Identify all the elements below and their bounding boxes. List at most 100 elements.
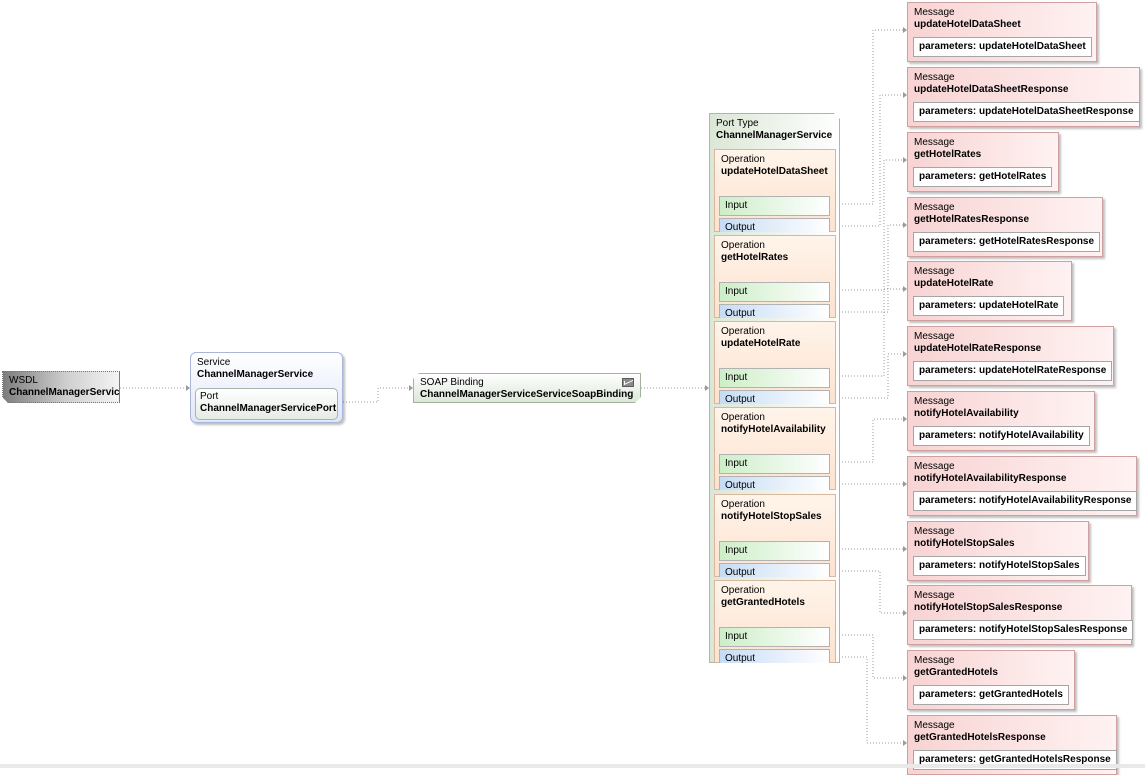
wsdl-node[interactable]: WSDL ChannelManagerService [2, 371, 120, 403]
operation-input[interactable]: Input [719, 196, 830, 216]
connector-arrow [903, 416, 907, 422]
message-part[interactable]: parameters: updateHotelRateResponse [913, 361, 1113, 381]
message-notify-hotel-availability-response[interactable]: Message notifyHotelAvailabilityResponse … [907, 456, 1138, 516]
envelope-icon[interactable] [622, 378, 634, 387]
message-label: Message [914, 137, 955, 148]
operation-update-hotel-rate[interactable]: Operation updateHotelRate Input Output [714, 321, 836, 404]
part-text: parameters: notifyHotelAvailabilityRespo… [919, 495, 1132, 506]
message-notify-hotel-stop-sales-response[interactable]: Message notifyHotelStopSalesResponse par… [907, 585, 1134, 645]
message-name: getGrantedHotels [914, 667, 998, 678]
message-get-hotel-rates-response[interactable]: Message getHotelRatesResponse parameters… [907, 197, 1103, 257]
operation-notify-hotel-stop-sales[interactable]: Operation notifyHotelStopSales Input Out… [714, 494, 836, 577]
operation-input[interactable]: Input [719, 627, 830, 647]
operation-label: Operation [721, 412, 765, 423]
connector-arrow [903, 481, 907, 487]
input-label: Input [725, 458, 748, 469]
part-text: parameters: getHotelRatesResponse [919, 236, 1095, 247]
connector-io-message [830, 634, 905, 679]
operation-input[interactable]: Input [719, 541, 830, 561]
operation-input[interactable]: Input [719, 368, 830, 388]
message-part[interactable]: parameters: notifyHotelAvailability [913, 426, 1090, 446]
message-notify-hotel-stop-sales[interactable]: Message notifyHotelStopSales parameters:… [907, 521, 1089, 581]
message-update-hotel-rate[interactable]: Message updateHotelRate parameters: upda… [907, 261, 1072, 321]
input-label: Input [725, 545, 748, 556]
message-update-hotel-rate-response[interactable]: Message updateHotelRateResponse paramete… [907, 326, 1114, 386]
service-name: ChannelManagerService [197, 369, 314, 380]
message-get-granted-hotels[interactable]: Message getGrantedHotels parameters: get… [907, 650, 1075, 710]
input-label: Input [725, 631, 748, 642]
part-text: parameters: getHotelRates [919, 171, 1047, 182]
operation-notify-hotel-availability[interactable]: Operation notifyHotelAvailability Input … [714, 407, 836, 490]
port-type-label: Port Type [716, 118, 759, 129]
output-label: Output [725, 394, 756, 405]
operation-output[interactable]: Output [719, 304, 830, 324]
connector-io-message [830, 94, 905, 227]
message-get-hotel-rates[interactable]: Message getHotelRates parameters: getHot… [907, 132, 1059, 192]
horizontal-scrollbar[interactable] [0, 764, 1145, 768]
port-name: ChannelManagerServicePort [200, 403, 337, 414]
operation-label: Operation [721, 240, 765, 251]
message-part[interactable]: parameters: getHotelRates [913, 167, 1053, 187]
message-part[interactable]: parameters: updateHotelDataSheet [913, 37, 1092, 57]
message-part[interactable]: parameters: notifyHotelStopSales [913, 556, 1086, 576]
port-node[interactable]: Port ChannelManagerServicePort [195, 388, 338, 420]
connector-io-message [830, 224, 905, 313]
connector-io-message [830, 29, 905, 205]
connector-io-message [830, 418, 905, 463]
output-label: Output [725, 567, 756, 578]
connector-port-binding [343, 387, 411, 403]
message-name: notifyHotelAvailabilityResponse [914, 473, 1067, 484]
operation-label: Operation [721, 326, 765, 337]
soap-binding-node[interactable]: SOAP Binding ChannelManagerServiceServic… [413, 373, 641, 403]
message-part[interactable]: parameters: notifyHotelStopSalesResponse [913, 620, 1134, 640]
operation-name: updateHotelRate [721, 338, 801, 349]
message-name: getGrantedHotelsResponse [914, 732, 1046, 743]
message-part[interactable]: parameters: updateHotelDataSheetResponse [913, 102, 1140, 122]
output-label: Output [725, 653, 756, 664]
operation-update-hotel-data-sheet[interactable]: Operation updateHotelDataSheet Input Out… [714, 149, 836, 232]
operation-get-hotel-rates[interactable]: Operation getHotelRates Input Output [714, 235, 836, 318]
message-notify-hotel-availability[interactable]: Message notifyHotelAvailability paramete… [907, 391, 1095, 451]
connector-arrow [186, 385, 190, 391]
part-text: parameters: getGrantedHotels [919, 689, 1063, 700]
port-label: Port [200, 391, 219, 402]
message-label: Message [914, 526, 955, 537]
wsdl-name: ChannelManagerService [9, 387, 126, 398]
message-update-hotel-data-sheet[interactable]: Message updateHotelDataSheet parameters:… [907, 2, 1097, 62]
message-part[interactable]: parameters: getHotelRatesResponse [913, 232, 1101, 252]
connector-arrow [903, 546, 907, 552]
message-update-hotel-data-sheet-response[interactable]: Message updateHotelDataSheetResponse par… [907, 67, 1140, 127]
message-part[interactable]: parameters: getGrantedHotels [913, 685, 1069, 705]
connector-io-message [830, 570, 905, 614]
connector-io-message [830, 159, 905, 291]
operation-name: updateHotelDataSheet [721, 166, 828, 177]
operation-name: notifyHotelStopSales [721, 511, 822, 522]
message-name: notifyHotelStopSales [914, 538, 1015, 549]
operation-get-granted-hotels[interactable]: Operation getGrantedHotels Input Output [714, 580, 836, 663]
connector-arrow [903, 286, 907, 292]
part-text: parameters: getGrantedHotelsResponse [919, 754, 1111, 765]
port-type-node[interactable]: Port Type ChannelManagerService Operatio… [709, 113, 840, 663]
part-text: parameters: updateHotelDataSheetResponse [919, 106, 1134, 117]
operation-input[interactable]: Input [719, 454, 830, 474]
port-type-name: ChannelManagerService [716, 130, 833, 141]
operation-output[interactable]: Output [719, 649, 830, 669]
operation-output[interactable]: Output [719, 476, 830, 496]
operation-input[interactable]: Input [719, 282, 830, 302]
connector-arrow [903, 675, 907, 681]
message-name: updateHotelDataSheet [914, 19, 1021, 30]
message-part[interactable]: parameters: notifyHotelAvailabilityRespo… [913, 491, 1138, 511]
message-name: notifyHotelAvailability [914, 408, 1019, 419]
operation-output[interactable]: Output [719, 218, 830, 238]
connector-io-message [830, 353, 905, 399]
operation-output[interactable]: Output [719, 390, 830, 410]
message-label: Message [914, 72, 955, 83]
service-node[interactable]: Service ChannelManagerService Port Chann… [190, 352, 343, 423]
message-label: Message [914, 655, 955, 666]
operation-output[interactable]: Output [719, 563, 830, 583]
connector-arrow [903, 157, 907, 163]
operation-name: notifyHotelAvailability [721, 424, 826, 435]
output-label: Output [725, 308, 756, 319]
message-part[interactable]: parameters: updateHotelRate [913, 296, 1065, 316]
